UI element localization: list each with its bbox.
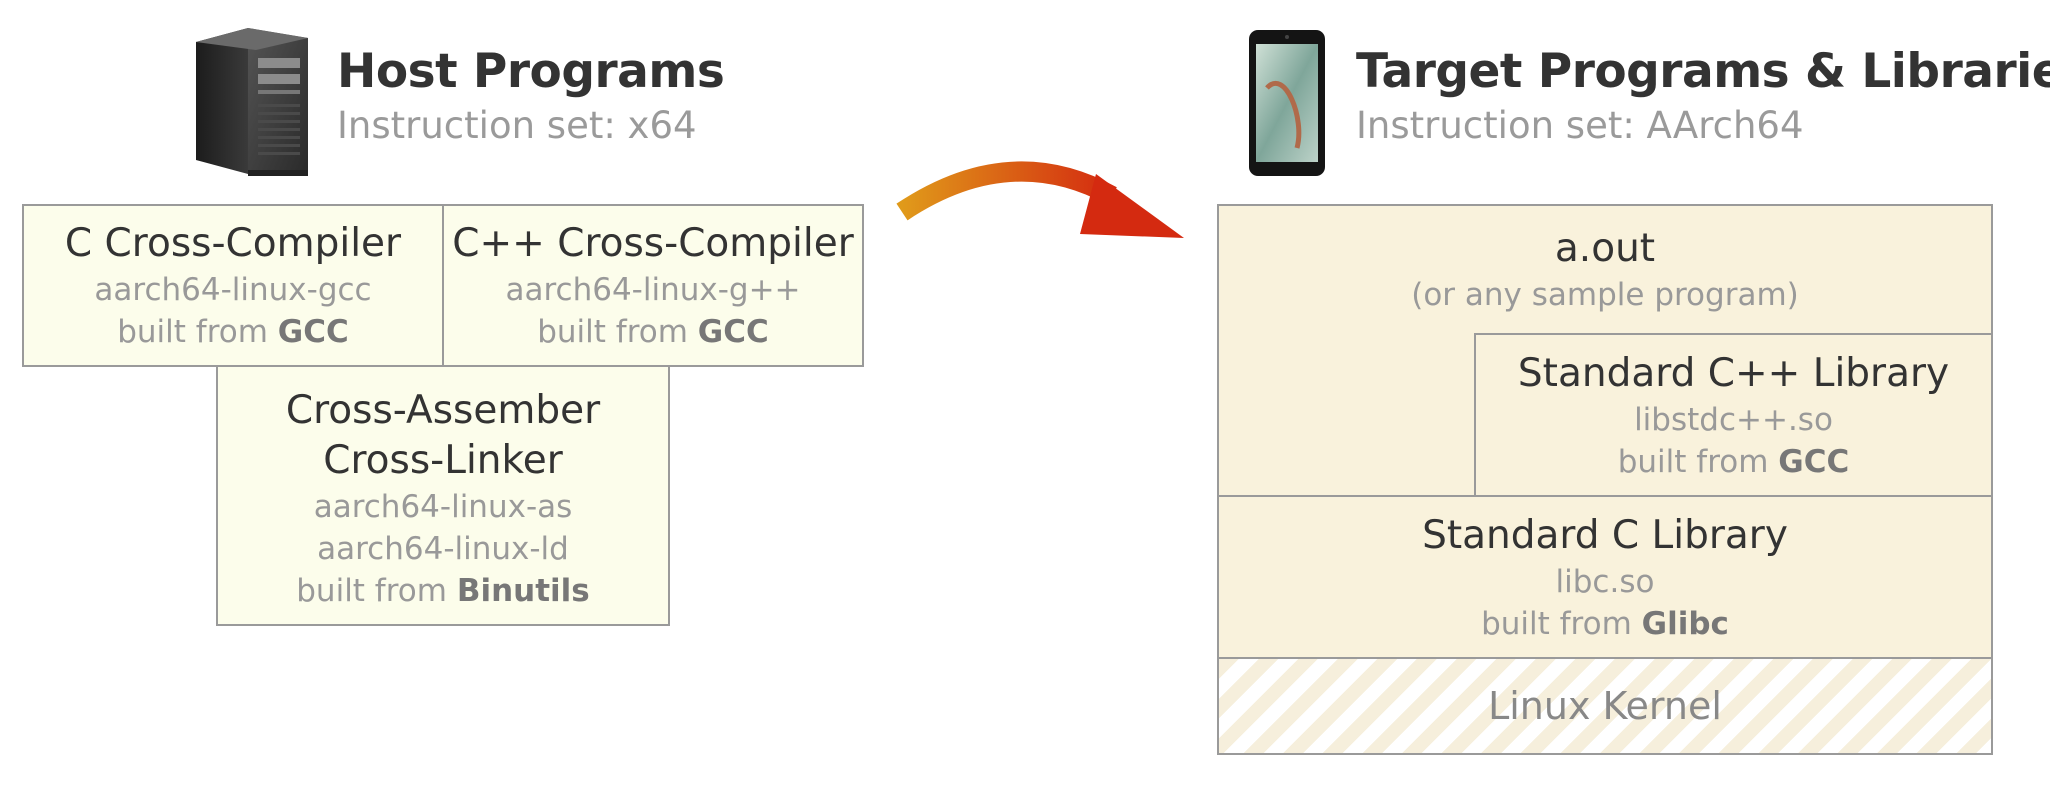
sample-program-note: (or any sample program)	[1411, 277, 1799, 313]
linux-kernel-name: Linux Kernel	[1488, 684, 1722, 728]
standard-cpp-library-name: Standard C++ Library	[1517, 351, 1950, 396]
cpp-cross-compiler-source: GCC	[697, 314, 769, 350]
standard-cpp-library-source: GCC	[1778, 444, 1850, 480]
target-subtitle: Instruction set: AArch64	[1356, 104, 1804, 147]
c-cross-compiler-source-line: built from GCC	[117, 314, 349, 350]
standard-c-library-source-line: built from Glibc	[1481, 606, 1729, 642]
linux-kernel-box: Linux Kernel	[1217, 657, 1993, 755]
standard-c-library-name: Standard C Library	[1422, 513, 1788, 558]
cross-assembler-binary: aarch64-linux-as	[313, 489, 573, 525]
desktop-tower-icon	[196, 28, 308, 176]
cross-linker-name: Cross-Linker	[323, 438, 563, 483]
c-cross-compiler-source: GCC	[277, 314, 349, 350]
tablet-icon	[1249, 30, 1325, 176]
standard-cpp-library-file: libstdc++.so	[1634, 402, 1833, 438]
standard-c-library-box: Standard C Library libc.so built from Gl…	[1217, 495, 1993, 659]
c-cross-compiler-box: C Cross-Compiler aarch64-linux-gcc built…	[22, 204, 444, 367]
host-subtitle: Instruction set: x64	[337, 104, 697, 147]
cpp-cross-compiler-box: C++ Cross-Compiler aarch64-linux-g++ bui…	[442, 204, 864, 367]
cpp-cross-compiler-name: C++ Cross-Compiler	[452, 221, 854, 266]
c-cross-compiler-name: C Cross-Compiler	[64, 221, 402, 266]
cross-linker-binary: aarch64-linux-ld	[317, 531, 569, 567]
cross-assembler-source: Binutils	[456, 573, 590, 609]
cross-assembler-linker-box: Cross-Assember Cross-Linker aarch64-linu…	[216, 365, 670, 626]
cpp-cross-compiler-binary: aarch64-linux-g++	[505, 272, 801, 308]
cross-assembler-source-line: built from Binutils	[296, 573, 590, 609]
cpp-cross-compiler-source-line: built from GCC	[537, 314, 769, 350]
target-title: Target Programs & Libraries	[1356, 44, 2050, 99]
host-title: Host Programs	[337, 44, 725, 99]
sample-program-name: a.out	[1554, 226, 1656, 271]
c-cross-compiler-binary: aarch64-linux-gcc	[94, 272, 372, 308]
curved-arrow-icon	[896, 161, 1184, 238]
cross-assembler-name: Cross-Assember	[285, 388, 601, 433]
standard-cpp-library-box: Standard C++ Library libstdc++.so built …	[1474, 333, 1993, 497]
standard-c-library-file: libc.so	[1555, 564, 1655, 600]
standard-cpp-library-source-line: built from GCC	[1617, 444, 1850, 480]
standard-c-library-source: Glibc	[1641, 606, 1729, 642]
